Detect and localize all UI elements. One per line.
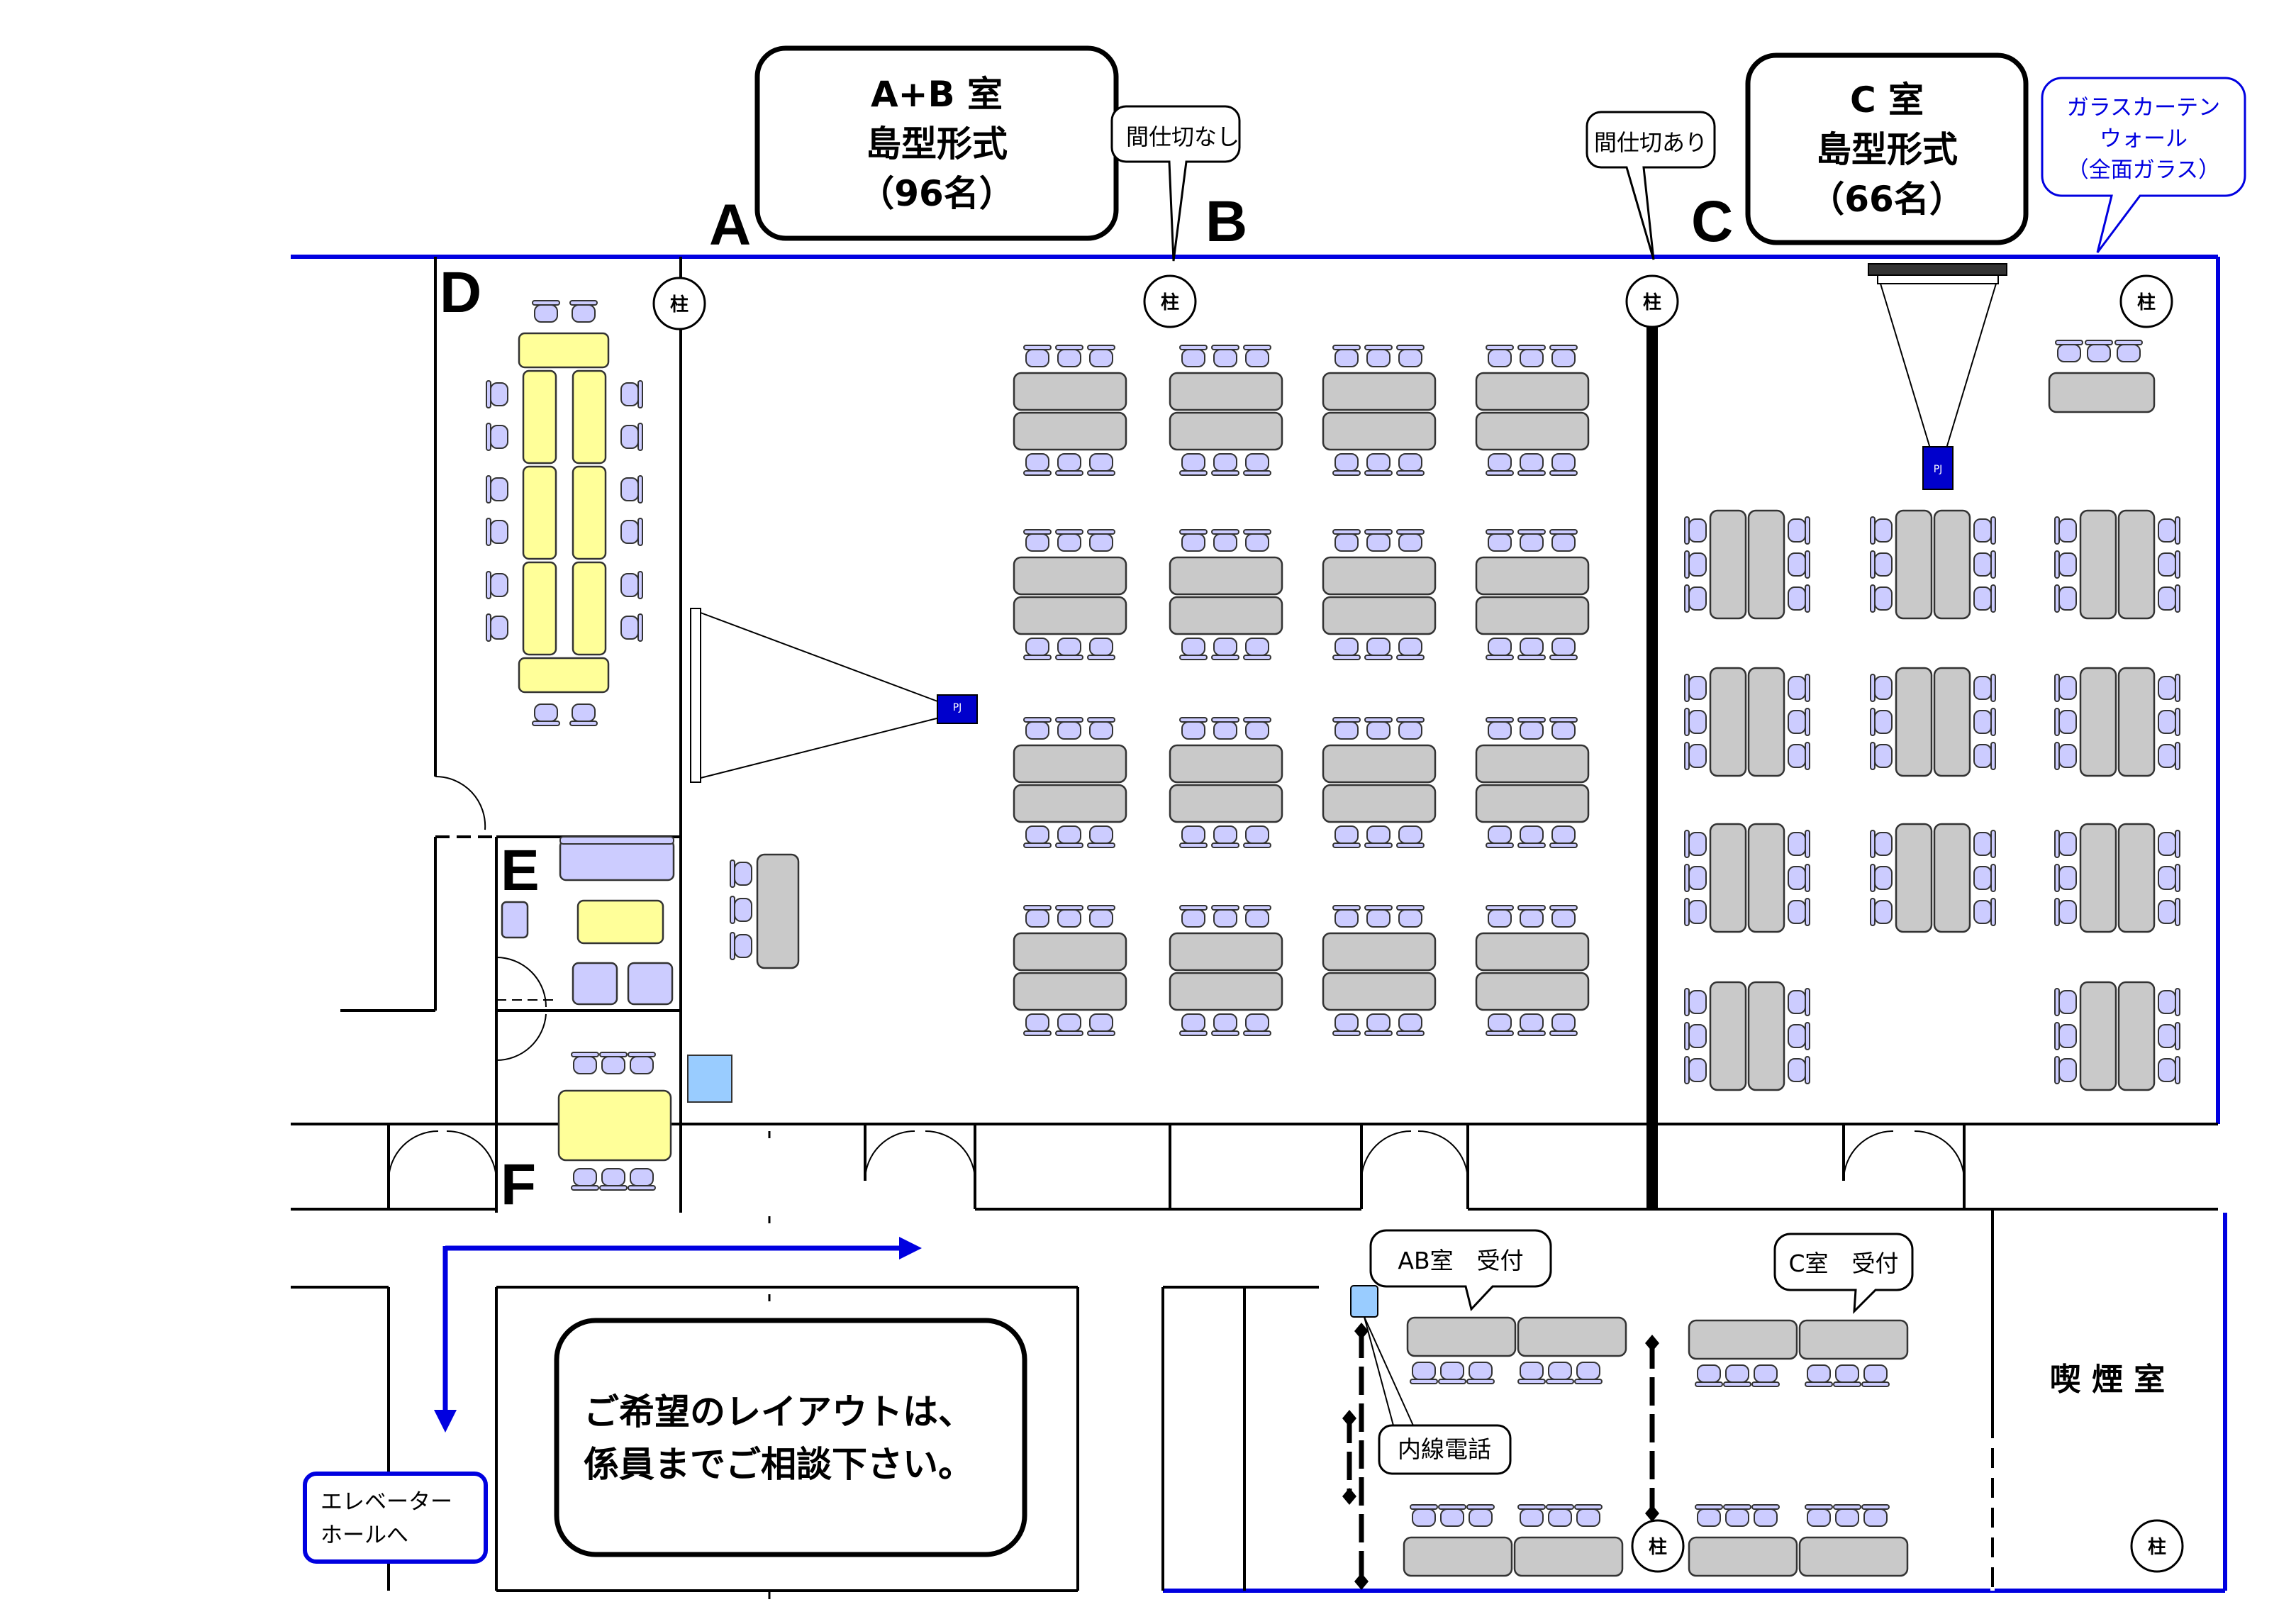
ab-islands: [1014, 345, 1588, 1035]
c-projector-setup: PJ: [1868, 263, 2007, 490]
route-arrows: [434, 1237, 922, 1433]
smoking-room-label: 喫 煙 室: [2050, 1362, 2166, 1398]
ab-room-title: A+B 室 島型形式 （96名）: [754, 45, 1119, 241]
room-d-furniture: [486, 300, 643, 726]
pillars: 柱 柱 柱 柱 柱 柱: [652, 274, 2184, 1573]
pillar-reception: 柱: [1631, 1519, 1685, 1573]
room-e-furniture: [501, 836, 675, 1006]
projector-c: [1922, 446, 1954, 490]
svg-text:C 室: C 室: [1850, 79, 1924, 121]
svg-text:（全面ガラス）: （全面ガラス）: [2067, 157, 2220, 183]
svg-text:間仕切なし: 間仕切なし: [1126, 123, 1239, 150]
callout-no-partition: 間仕切なし: [1110, 105, 1241, 262]
callout-with-partition: 間仕切あり: [1586, 111, 1716, 260]
callout-phone: 内線電話: [1378, 1424, 1512, 1475]
letter-e: E: [501, 838, 540, 903]
svg-text:ウォール: ウォール: [2100, 126, 2188, 152]
svg-text:柱: 柱: [1161, 292, 1179, 313]
svg-text:柱: 柱: [1643, 292, 1661, 313]
svg-text:間仕切あり: 間仕切あり: [1594, 129, 1707, 156]
svg-text:エレベーター: エレベーター: [321, 1489, 452, 1515]
svg-text:柱: 柱: [670, 294, 689, 316]
svg-text:島型形式: 島型形式: [866, 123, 1008, 165]
room-f-furniture: [557, 1052, 672, 1191]
phone-box: [1350, 1285, 1378, 1318]
c-room-title: C 室 島型形式 （66名）: [1745, 52, 2029, 245]
svg-text:ガラスカーテン: ガラスカーテン: [2067, 95, 2220, 121]
pillar-c: 柱: [1625, 274, 1679, 328]
svg-text:内線電話: 内線電話: [1398, 1435, 1491, 1463]
svg-text:AB室 受付: AB室 受付: [1398, 1247, 1523, 1274]
svg-text:A+B 室: A+B 室: [871, 74, 1003, 115]
reception-area: [1342, 1285, 1909, 1590]
interior-walls: [291, 257, 2218, 1599]
pillar-b: 柱: [1143, 274, 1197, 328]
equipment-box: [687, 1055, 732, 1103]
callout-glass-wall: ガラスカーテン ウォール （全面ガラス）: [2041, 77, 2246, 253]
svg-text:PJ: PJ: [1934, 464, 1943, 475]
ab-side-table: [730, 853, 800, 969]
svg-text:係員までご相談下さい。: 係員までご相談下さい。: [584, 1444, 974, 1485]
svg-text:柱: 柱: [2137, 292, 2156, 313]
letter-a: A: [709, 193, 751, 257]
callout-ab-reception: AB室 受付: [1369, 1229, 1552, 1312]
letter-f: F: [501, 1152, 536, 1217]
svg-text:柱: 柱: [2148, 1537, 2166, 1558]
elevator-label: エレベーター ホールへ: [303, 1472, 488, 1564]
c-islands: [1685, 511, 2180, 1090]
letter-c: C: [1691, 189, 1733, 254]
projector-ab: [937, 694, 978, 724]
pillar-smoking: 柱: [2130, 1519, 2184, 1573]
room-letters: A B C D E F: [440, 189, 1733, 1217]
svg-text:島型形式: 島型形式: [1816, 129, 1958, 170]
svg-text:（96名）: （96名）: [859, 173, 1015, 214]
pillar-c-right: 柱: [2119, 274, 2173, 328]
svg-text:C室 受付: C室 受付: [1788, 1250, 1898, 1277]
svg-text:柱: 柱: [1649, 1537, 1667, 1558]
letter-d: D: [440, 260, 481, 325]
layout-note: ご希望のレイアウトは、 係員までご相談下さい。: [554, 1318, 1027, 1557]
callout-c-reception: C室 受付: [1773, 1233, 1914, 1314]
svg-text:PJ: PJ: [953, 702, 962, 713]
svg-text:ご希望のレイアウトは、: ご希望のレイアウトは、: [584, 1391, 974, 1433]
c-side-table: [2048, 340, 2156, 413]
letter-b: B: [1205, 189, 1247, 254]
svg-text:（66名）: （66名）: [1809, 179, 1965, 220]
glass-wall: [291, 255, 2227, 1593]
svg-text:ホールへ: ホールへ: [321, 1523, 408, 1548]
pillar-ab: 柱: [652, 277, 706, 330]
ab-projector-setup: PJ: [690, 608, 978, 783]
